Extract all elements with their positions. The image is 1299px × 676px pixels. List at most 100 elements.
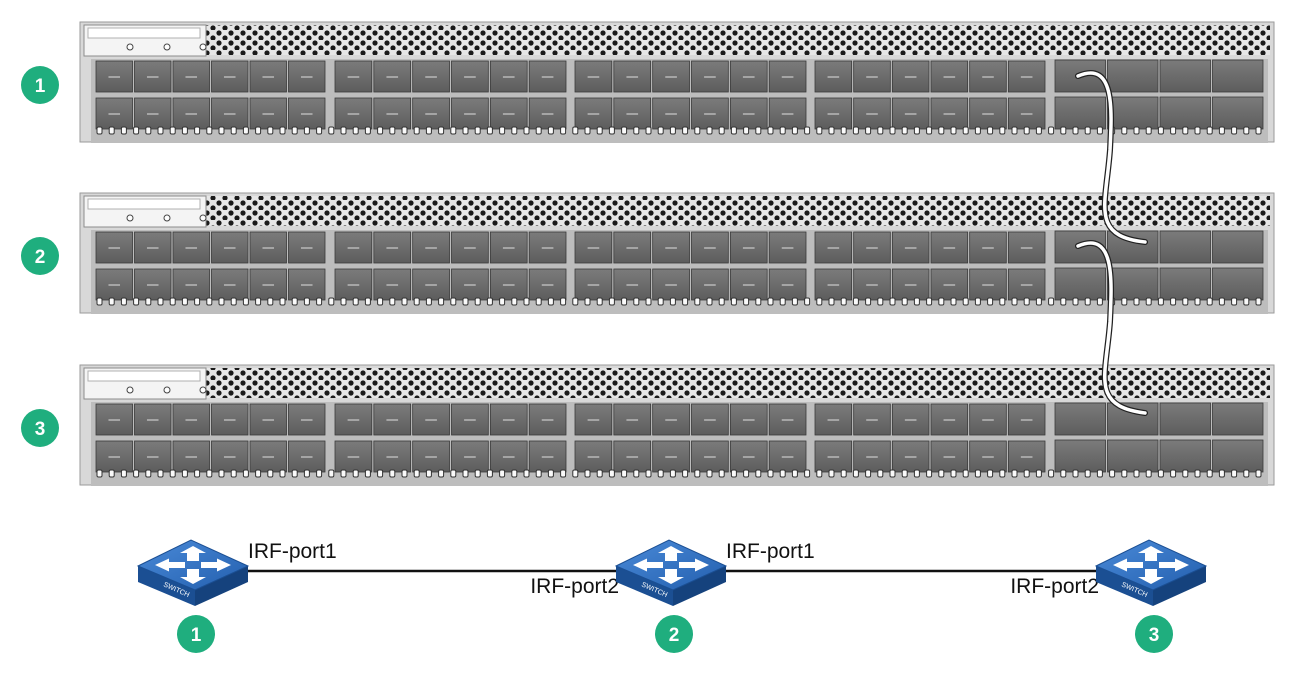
port-led <box>169 126 176 135</box>
port-led <box>828 297 835 306</box>
port-led <box>316 469 323 478</box>
qsfp-port <box>1212 267 1264 301</box>
port-led <box>377 126 384 135</box>
port-led <box>425 469 432 478</box>
port-led <box>669 469 676 478</box>
port-led <box>1121 469 1128 478</box>
port-led <box>974 126 981 135</box>
port-led <box>169 297 176 306</box>
port-led <box>682 469 689 478</box>
port-led <box>950 126 957 135</box>
badge-number: 3 <box>35 419 46 440</box>
qsfp-port <box>1107 439 1159 473</box>
qsfp-port <box>1212 439 1264 473</box>
port-led <box>718 126 725 135</box>
port-led <box>279 469 286 478</box>
port-led <box>779 469 786 478</box>
port-led <box>108 297 115 306</box>
port-led <box>816 469 823 478</box>
port-led <box>804 126 811 135</box>
port-led <box>377 297 384 306</box>
port-led <box>987 469 994 478</box>
port-led <box>791 297 798 306</box>
port-led <box>1096 469 1103 478</box>
port-led <box>596 469 603 478</box>
port-led <box>950 297 957 306</box>
port-led <box>1035 126 1042 135</box>
port-led <box>1170 469 1177 478</box>
switch-chassis-1: 1 <box>21 21 1275 143</box>
sfp-port <box>373 231 412 264</box>
port-led <box>1072 126 1079 135</box>
port-led <box>413 469 420 478</box>
qsfp-port <box>1212 96 1264 130</box>
port-led <box>413 126 420 135</box>
port-led <box>389 126 396 135</box>
port-led <box>1218 297 1225 306</box>
qsfp-port <box>1212 230 1264 264</box>
label-slot <box>87 27 201 39</box>
port-led <box>389 469 396 478</box>
port-led <box>755 126 762 135</box>
port-led <box>1133 297 1140 306</box>
port-led <box>1133 469 1140 478</box>
port-led <box>535 469 542 478</box>
qsfp-port <box>1159 402 1211 436</box>
port-led <box>316 297 323 306</box>
port-led <box>987 297 994 306</box>
port-led <box>572 126 579 135</box>
network-switch-icon: SWITCH <box>136 539 250 606</box>
port-led <box>1218 469 1225 478</box>
port-led <box>1182 469 1189 478</box>
port-led <box>938 469 945 478</box>
port-led <box>694 297 701 306</box>
port-led <box>157 297 164 306</box>
port-led <box>584 126 591 135</box>
port-led <box>584 297 591 306</box>
port-led <box>669 297 676 306</box>
qsfp-port <box>1054 267 1106 301</box>
port-led <box>755 469 762 478</box>
port-led <box>1170 126 1177 135</box>
port-led <box>999 469 1006 478</box>
port-led <box>438 126 445 135</box>
port-led <box>267 126 274 135</box>
port-led <box>364 469 371 478</box>
port-led <box>1255 126 1262 135</box>
port-led <box>560 297 567 306</box>
port-led <box>1084 126 1091 135</box>
port-led <box>743 469 750 478</box>
port-led <box>340 469 347 478</box>
port-led <box>743 297 750 306</box>
network-switch-icon: SWITCH <box>1094 539 1208 606</box>
qsfp-port <box>1054 439 1106 473</box>
port-led <box>840 469 847 478</box>
port-led <box>621 126 628 135</box>
port-led <box>816 297 823 306</box>
port-led <box>889 297 896 306</box>
port-led <box>547 297 554 306</box>
port-led <box>596 297 603 306</box>
port-led <box>194 469 201 478</box>
qsfp-port <box>1212 59 1264 93</box>
port-led <box>1048 126 1055 135</box>
port-led <box>767 126 774 135</box>
sfp-port <box>930 60 969 93</box>
port-led <box>852 469 859 478</box>
port-led <box>743 126 750 135</box>
port-led <box>657 126 664 135</box>
port-led <box>291 297 298 306</box>
badge-circle <box>21 66 59 104</box>
port-led <box>316 126 323 135</box>
port-led <box>962 469 969 478</box>
port-led <box>669 126 676 135</box>
qsfp-port <box>1107 96 1159 130</box>
port-led <box>462 469 469 478</box>
port-led <box>1206 297 1213 306</box>
port-led <box>389 297 396 306</box>
port-led <box>1194 126 1201 135</box>
port-led <box>523 126 530 135</box>
port-led <box>291 469 298 478</box>
port-led <box>133 297 140 306</box>
